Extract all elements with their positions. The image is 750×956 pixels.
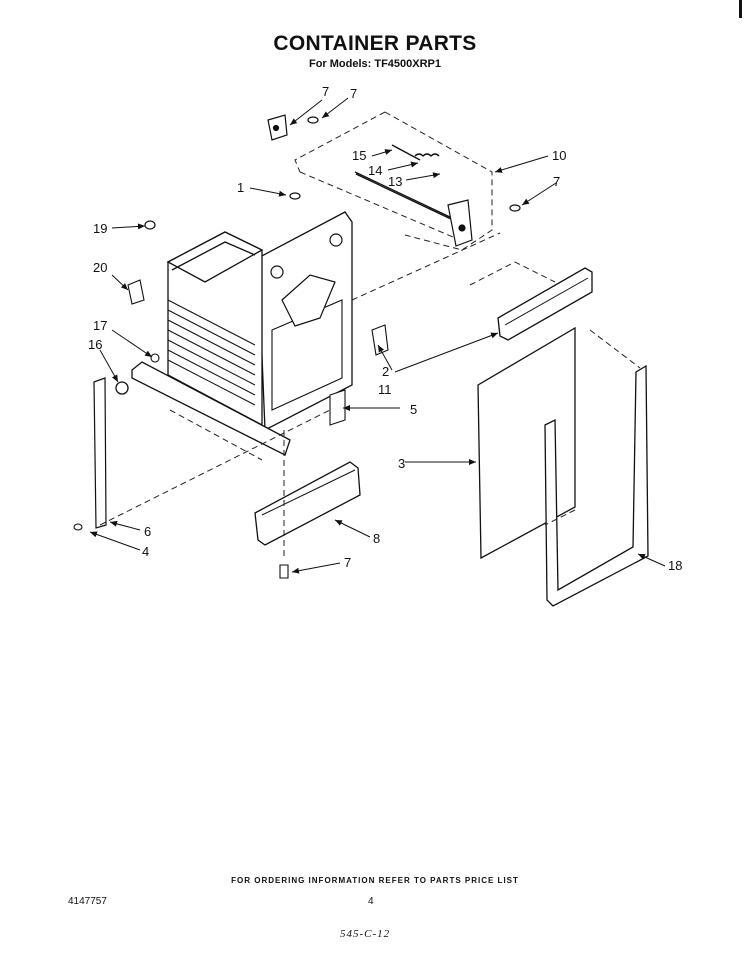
bottom-sill-part: [131, 361, 291, 456]
callout-3: 3: [398, 456, 405, 471]
clip-part: [371, 324, 389, 356]
callout-19: 19: [93, 221, 107, 236]
callout-9: 7: [322, 84, 329, 99]
mechanism-hole: [329, 233, 343, 247]
page-title: CONTAINER PARTS: [273, 32, 477, 55]
callout-13: 13: [388, 174, 402, 189]
assembly-dashed-outline: [294, 111, 493, 251]
page-edge-mark: [739, 0, 742, 18]
callout-7: 7: [344, 555, 351, 570]
lower-hinge-part: [447, 199, 473, 247]
guide-dashed: [99, 409, 331, 526]
callout-17: 17: [93, 318, 107, 333]
container-ribs: [167, 299, 256, 406]
document-number: 4147757: [68, 896, 107, 907]
callout-8: 8: [373, 531, 380, 546]
handle-channel-part: [497, 267, 593, 341]
callout-15: 15: [352, 148, 366, 163]
ordering-note: FOR ORDERING INFORMATION REFER TO PARTS …: [231, 876, 519, 885]
left-trim-part: [93, 377, 107, 529]
callout-10: 10: [552, 148, 566, 163]
callout-5: 5: [410, 402, 417, 417]
callout-11: 11: [378, 382, 392, 397]
mechanism-part: [281, 274, 336, 327]
mechanism-hole: [270, 265, 284, 279]
screw-part: [144, 220, 156, 230]
screw-part: [73, 523, 83, 531]
callout-1: 1: [237, 180, 244, 195]
bracket-part: [329, 389, 346, 426]
callout-4: 4: [142, 544, 149, 559]
leader-arrows: [89, 97, 666, 574]
guide-dashed: [351, 232, 501, 301]
glass-panel-part: [477, 326, 576, 560]
gasket-frame-part: [544, 364, 649, 607]
page-number: 4: [368, 896, 374, 907]
nut-part: [115, 381, 129, 395]
rod-spring-parts: [354, 144, 454, 221]
clip-part: [127, 279, 145, 305]
callout-16: 16: [88, 337, 102, 352]
callout-7: 7: [350, 86, 357, 101]
front-sill-part: [254, 461, 361, 546]
hinge-bracket-part: [267, 114, 288, 141]
callout-6: 6: [144, 524, 151, 539]
callout-18: 18: [668, 558, 682, 573]
callout-7: 7: [553, 174, 560, 189]
callout-2: 2: [382, 364, 389, 379]
model-subtitle: For Models: TF4500XRP1: [308, 58, 442, 70]
bracket-dashed-guide: [299, 171, 556, 286]
callout-20: 20: [93, 260, 107, 275]
screw-part: [307, 116, 319, 124]
screw-part: [509, 204, 521, 212]
screw-part: [289, 192, 301, 200]
screw-part: [279, 564, 289, 579]
callout-14: 14: [368, 163, 382, 178]
handwritten-note: 545-C-12: [340, 928, 391, 940]
